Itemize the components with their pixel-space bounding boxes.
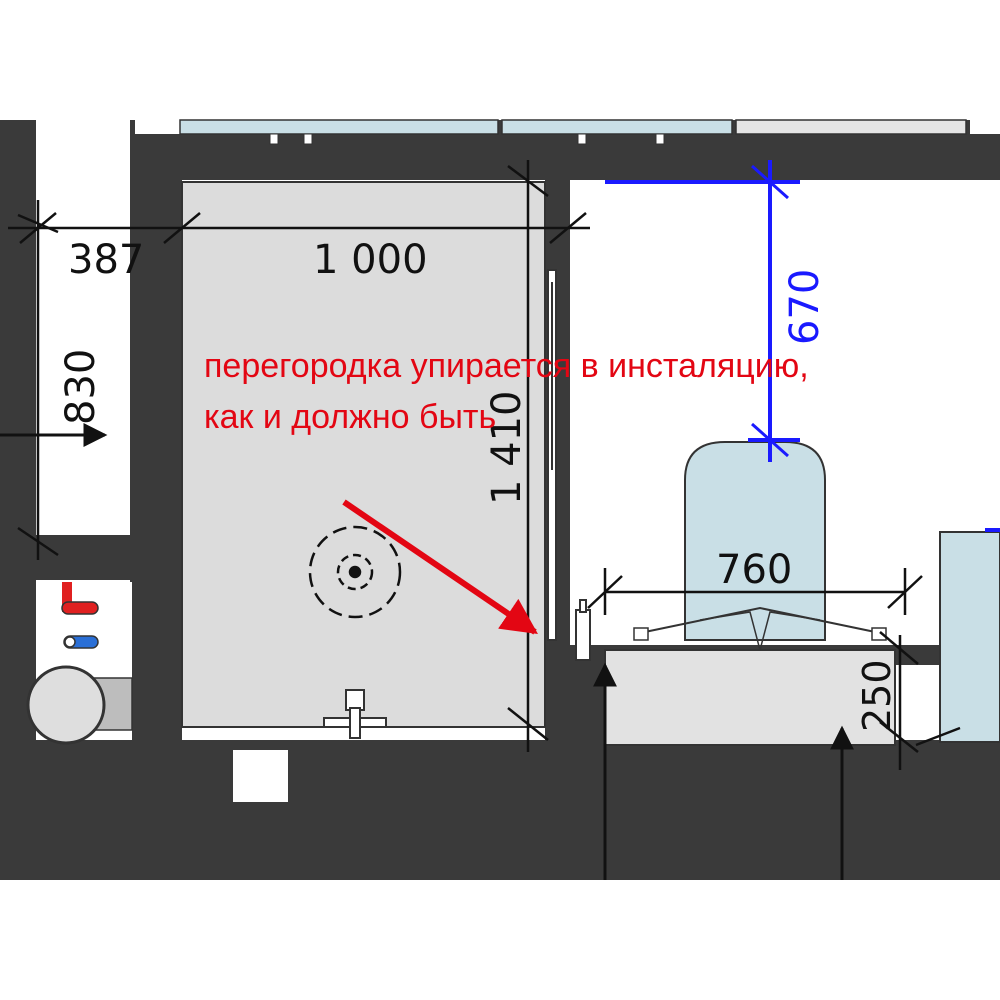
- toilet-clearance-dimension: [605, 160, 1000, 532]
- entry-corridor: [36, 180, 130, 535]
- note-arrow-icon: [342, 499, 538, 635]
- walls: [0, 120, 1000, 880]
- partition-note-line2: как и должно быть: [204, 398, 496, 436]
- shower-floor: [181, 181, 546, 728]
- partition-note: перегородка упирается в инсталяцию, как …: [204, 347, 809, 635]
- shower-mixer-icon: [323, 689, 387, 739]
- dimension-shower-width: 1 000: [313, 237, 428, 283]
- dimension-toilet-width: 760: [716, 547, 792, 593]
- side-cabinet: [939, 531, 1000, 743]
- drain-icon: [308, 525, 402, 619]
- dimension-shower-depth: 1 410: [484, 390, 530, 505]
- dimension-installation-depth: 250: [855, 659, 899, 732]
- installation-valve-icon: [575, 599, 591, 661]
- dimension-entry-width: 387: [68, 237, 144, 283]
- boiler-icon: [26, 665, 106, 745]
- toilet-icon: [633, 441, 887, 651]
- partition-note-line1: перегородка упирается в инсталяцию,: [204, 347, 809, 385]
- section-arrows: [0, 423, 854, 880]
- pipes-icon: [61, 582, 99, 649]
- installation-frame: [604, 649, 896, 746]
- shower-partition: [547, 269, 557, 641]
- dimension-toilet-clearance: 670: [782, 269, 828, 345]
- wall-openings: [36, 119, 1000, 802]
- dimension-entry-depth: 830: [58, 349, 104, 425]
- dimension-lines: [8, 160, 961, 770]
